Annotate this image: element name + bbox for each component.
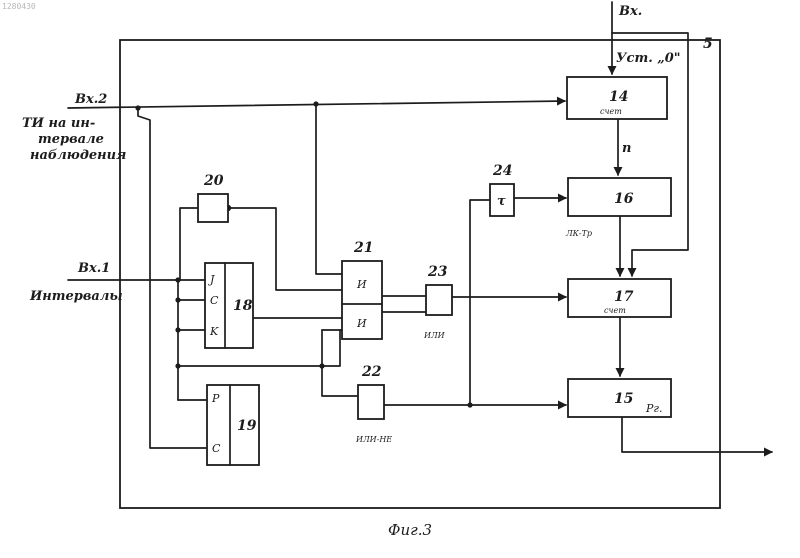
block-23-number: 23 <box>427 264 448 280</box>
block-19-pin-c: C <box>212 442 221 455</box>
block-21-gate-2: И <box>356 317 367 330</box>
input-2-desc-line3: наблюдения <box>30 148 126 163</box>
block-17: 17 счет <box>568 279 671 317</box>
block-18-pin-k: K <box>209 325 219 338</box>
block-18: J C K 18 <box>205 263 253 348</box>
input-2-desc-line1: ТИ на ин- <box>22 116 95 131</box>
input-2-desc-line2: тервале <box>38 132 104 147</box>
block-19: P C 19 <box>207 385 259 465</box>
block-22-number: 22 <box>361 364 382 380</box>
block-17-sub: счет <box>604 306 626 315</box>
block-23-caption: ИЛИ <box>423 331 446 340</box>
block-18-pin-j: J <box>208 273 215 286</box>
block-14-number: 14 <box>609 89 628 105</box>
block-16: 16 ЛК-Тр <box>565 178 671 238</box>
figure-caption: Фиг.3 <box>388 521 432 539</box>
junction-dots <box>135 101 472 407</box>
block-22-caption: ИЛИ-НЕ <box>355 435 392 444</box>
block-15-number: 15 <box>614 391 633 407</box>
frame-number: 5 <box>703 36 713 52</box>
block-14-sub: счет <box>600 107 622 116</box>
block-20: 20 <box>198 173 228 222</box>
input-2-label: Вх.2 <box>74 92 107 107</box>
block-21: 21 И И <box>342 240 382 339</box>
block-15-sub: Рг. <box>645 402 662 415</box>
reset-label: Уст. „0" <box>616 51 681 66</box>
input-top-label: Вх. <box>618 4 642 19</box>
block-21-number: 21 <box>353 240 373 256</box>
corner-code: 1280430 <box>2 2 36 11</box>
block-24: 24 τ <box>490 163 514 216</box>
block-19-pin-p: P <box>211 392 220 405</box>
block-14: 14 счет <box>567 77 667 119</box>
block-15: 15 Рг. <box>568 379 671 417</box>
block-18-number: 18 <box>233 298 253 314</box>
block-19-number: 19 <box>237 418 257 434</box>
input-1-desc: Интервалы <box>29 289 123 304</box>
block-16-sub: ЛК-Тр <box>565 229 592 238</box>
block-20-number: 20 <box>203 173 224 189</box>
block-24-symbol: τ <box>497 194 506 209</box>
block-18-pin-c: C <box>210 294 219 307</box>
block-17-number: 17 <box>614 289 634 305</box>
block-23: 23 ИЛИ <box>423 264 452 340</box>
input-1-label: Вх.1 <box>77 261 110 276</box>
block-16-number: 16 <box>614 191 634 207</box>
block-21-gate-1: И <box>356 278 367 291</box>
bus-label: n <box>622 141 631 156</box>
block-24-number: 24 <box>492 163 512 179</box>
block-22: 22 ИЛИ-НЕ <box>355 364 392 444</box>
